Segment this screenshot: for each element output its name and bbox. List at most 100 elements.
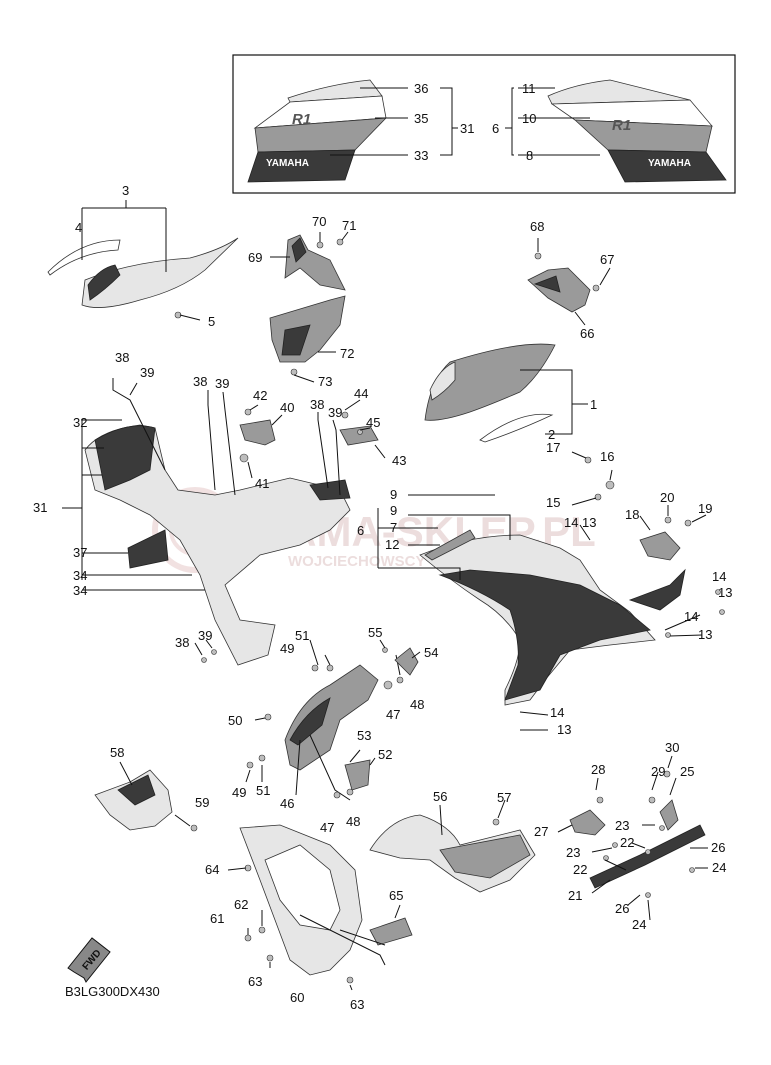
callout-61: 61 — [210, 911, 224, 926]
callout-51-a: 51 — [295, 628, 309, 643]
callout-64: 64 — [205, 862, 219, 877]
part-60-cowl — [227, 824, 413, 991]
callout-9-a: 9 — [390, 487, 397, 502]
callout-20: 20 — [660, 490, 674, 505]
callout-57: 57 — [497, 790, 511, 805]
callout-47-a: 47 — [386, 707, 400, 722]
callout-17: 17 — [546, 440, 560, 455]
callout-72: 72 — [340, 346, 354, 361]
part-3-panel — [47, 200, 239, 321]
callout-11: 11 — [522, 81, 536, 96]
callout-59: 59 — [195, 795, 209, 810]
part-56-panel — [369, 799, 536, 893]
part-18-bracket — [519, 451, 725, 731]
callout-23-a: 23 — [615, 818, 629, 833]
callout-12: 12 — [385, 537, 399, 552]
decal-right-model: R1 — [612, 117, 631, 134]
callout-1: 1 — [590, 397, 597, 412]
callout-68: 68 — [530, 219, 544, 234]
decal-inset: R1 YAMAHA R1 YAMAHA — [232, 54, 736, 194]
callout-7: 7 — [390, 520, 397, 535]
callout-16: 16 — [600, 449, 614, 464]
callout-22-a: 22 — [620, 835, 634, 850]
part-43-bracket — [317, 399, 386, 496]
callout-28: 28 — [591, 762, 605, 777]
callout-14-d: 14 — [550, 705, 564, 720]
callout-48-a: 48 — [410, 697, 424, 712]
callout-43: 43 — [392, 453, 406, 468]
callout-73: 73 — [318, 374, 332, 389]
callout-14-c: 14 — [684, 609, 698, 624]
callout-39-b: 39 — [215, 376, 229, 391]
decal-left-model: R1 — [292, 111, 311, 128]
part-40-bracket — [239, 404, 283, 479]
callout-14-b: 14 — [712, 569, 726, 584]
callout-36: 36 — [414, 81, 428, 96]
callout-66: 66 — [580, 326, 594, 341]
part-31-panel — [62, 378, 351, 666]
callout-38-d: 38 — [175, 635, 189, 650]
callout-14-a: 14 — [564, 515, 578, 530]
callout-22-b: 22 — [573, 862, 587, 877]
callout-50: 50 — [228, 713, 242, 728]
decal-left-brand: YAMAHA — [266, 158, 309, 169]
callout-44: 44 — [354, 386, 368, 401]
callout-38-b: 38 — [193, 374, 207, 389]
callout-48-b: 48 — [346, 814, 360, 829]
part-21-rail — [557, 755, 708, 921]
callout-39-c: 39 — [328, 405, 342, 420]
callout-55: 55 — [368, 625, 382, 640]
callout-42: 42 — [253, 388, 267, 403]
callout-38-a: 38 — [115, 350, 129, 365]
callout-23-b: 23 — [566, 845, 580, 860]
callout-47-b: 47 — [320, 820, 334, 835]
callout-2: 2 — [548, 427, 555, 442]
callout-21: 21 — [568, 888, 582, 903]
callout-15: 15 — [546, 495, 560, 510]
callout-40: 40 — [280, 400, 294, 415]
callout-29: 29 — [651, 764, 665, 779]
callout-35: 35 — [414, 111, 428, 126]
part-46-panel — [245, 639, 404, 801]
part-69-bracket — [270, 231, 349, 291]
callout-70: 70 — [312, 214, 326, 229]
callout-58: 58 — [110, 745, 124, 760]
callout-62: 62 — [234, 897, 248, 912]
callout-49-a: 49 — [280, 641, 294, 656]
callout-34-a: 34 — [73, 568, 87, 583]
part-54-bracket — [379, 639, 421, 676]
callout-13-c: 13 — [698, 627, 712, 642]
callout-39-a: 39 — [140, 365, 154, 380]
callout-6-decal: 6 — [492, 121, 499, 136]
callout-46: 46 — [280, 796, 294, 811]
callout-34-b: 34 — [73, 583, 87, 598]
diagram-code: B3LG300DX430 — [65, 984, 160, 999]
callout-18: 18 — [625, 507, 639, 522]
callout-56: 56 — [433, 789, 447, 804]
callout-5: 5 — [208, 314, 215, 329]
part-38-screw — [194, 639, 217, 663]
part-72-duct — [269, 295, 346, 383]
callout-30: 30 — [665, 740, 679, 755]
part-1-cowl — [424, 343, 588, 443]
callout-39-d: 39 — [198, 628, 212, 643]
callout-3: 3 — [122, 183, 129, 198]
callout-37: 37 — [73, 545, 87, 560]
callout-63-a: 63 — [248, 974, 262, 989]
fwd-arrow-icon: FWD — [67, 937, 111, 983]
part-66-cover — [527, 238, 611, 326]
callout-49-b: 49 — [232, 785, 246, 800]
callout-38-c: 38 — [310, 397, 324, 412]
callout-13-a: 13 — [582, 515, 596, 530]
callout-10: 10 — [522, 111, 536, 126]
callout-26-a: 26 — [711, 840, 725, 855]
callout-13-d: 13 — [557, 722, 571, 737]
callout-27: 27 — [534, 824, 548, 839]
callout-67: 67 — [600, 252, 614, 267]
callout-4: 4 — [75, 220, 82, 235]
callout-31-panel: 31 — [33, 500, 47, 515]
callout-51-b: 51 — [256, 783, 270, 798]
callout-52: 52 — [378, 747, 392, 762]
callout-19: 19 — [698, 501, 712, 516]
